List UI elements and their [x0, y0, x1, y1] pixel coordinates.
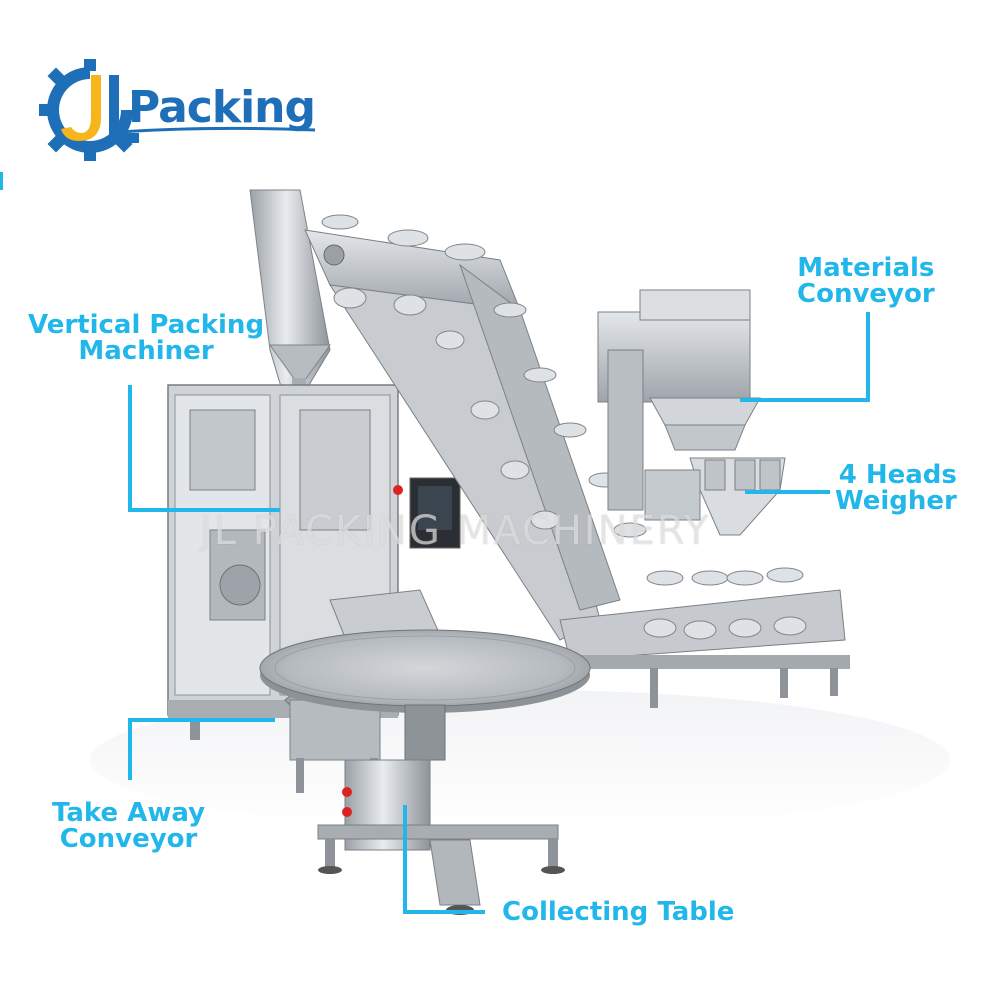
- logo-gear-icon: [39, 59, 139, 161]
- materials-conveyor-leader: [740, 312, 870, 402]
- elevator-buckets: [321, 214, 807, 640]
- logo-underline: [120, 126, 315, 134]
- label-vertical-packing: Vertical Packing Machiner: [28, 312, 264, 364]
- label-vertical-packing-line2: Machiner: [78, 336, 214, 366]
- label-take-away-line2: Conveyor: [59, 824, 198, 854]
- logo-wordmark: Packing: [128, 82, 316, 133]
- take-away-leader: [128, 718, 275, 780]
- label-take-away-conveyor: Take Away Conveyor: [52, 800, 205, 852]
- label-materials-conveyor-line2: Conveyor: [797, 279, 935, 309]
- label-collecting-table-line1: Collecting Table: [502, 897, 735, 927]
- vertical-packing-leader: [128, 385, 280, 512]
- label-collecting-table: Collecting Table: [502, 899, 734, 925]
- callout-lines: [128, 312, 870, 914]
- label-weigher-line2: Weigher: [835, 486, 957, 516]
- label-materials-conveyor-line1: Materials: [797, 253, 935, 283]
- edge-tick: [0, 172, 3, 190]
- label-weigher-line1: 4 Heads: [838, 460, 957, 490]
- label-vertical-packing-line1: Vertical Packing: [28, 310, 265, 340]
- collecting-table-leader: [403, 805, 485, 914]
- collecting-table: [259, 629, 591, 915]
- watermark-text: JL PACKING MACHINERY: [200, 508, 711, 554]
- four-heads-weigher: [597, 289, 786, 536]
- label-take-away-line1: Take Away: [52, 798, 206, 828]
- label-materials-conveyor: Materials Conveyor: [797, 255, 935, 307]
- label-weigher: 4 Heads Weigher: [835, 462, 957, 514]
